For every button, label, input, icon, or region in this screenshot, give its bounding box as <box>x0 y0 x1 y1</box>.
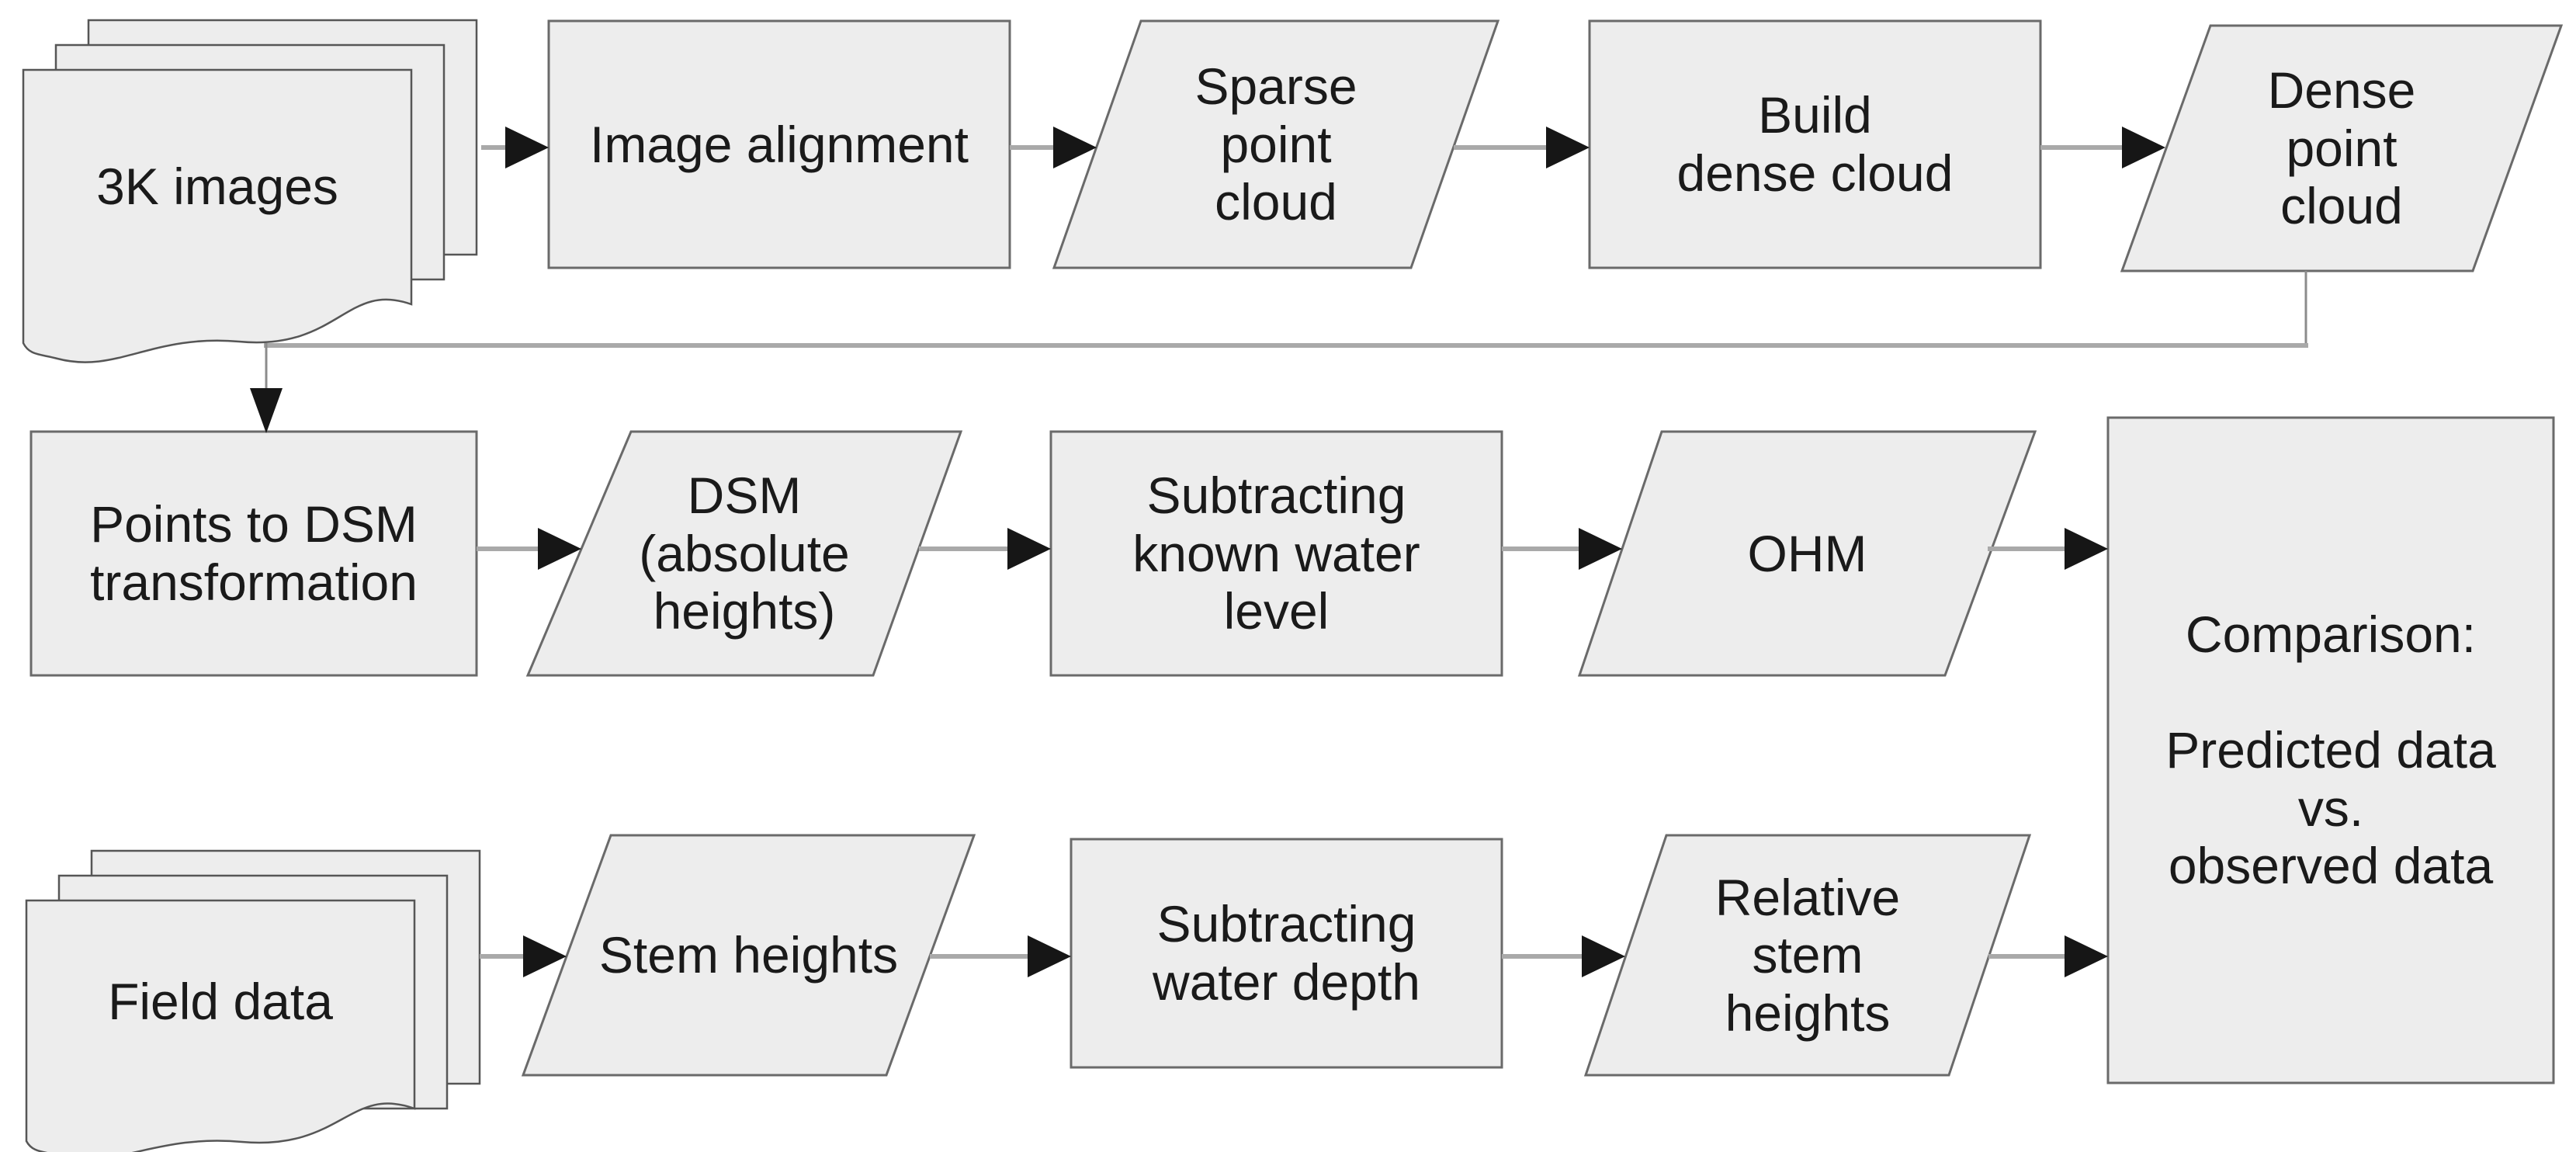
arrow-image-alignment-to-sparse-point-cloud <box>1010 127 1097 168</box>
build-dense-cloud-box <box>1588 19 2042 269</box>
arrow-subtracting-water-depth-to-relative-stem-heights <box>1502 935 1625 977</box>
field-data-document-stack <box>25 849 481 1152</box>
subtracting-known-water-level-box <box>1049 430 1503 677</box>
arrow-subtracting-known-water-level-to-ohm <box>1502 528 1622 570</box>
document-page <box>22 68 413 363</box>
arrow-3k-images-to-image-alignment <box>481 127 549 168</box>
arrow-relative-stem-heights-to-comparison <box>1988 935 2108 977</box>
stem-heights-parallelogram <box>521 834 976 1077</box>
arrow-field-data-to-stem-heights <box>480 935 567 977</box>
relative-stem-heights-parallelogram <box>1583 834 2032 1077</box>
arrow-dsm-to-subtracting-known-water-level <box>919 528 1051 570</box>
dense-point-cloud-parallelogram <box>2120 24 2564 272</box>
connector-dense-point-cloud-to-points-to-dsm <box>250 271 2308 433</box>
ohm-parallelogram <box>1577 430 2037 677</box>
arrow-build-dense-cloud-to-dense-point-cloud <box>2040 127 2165 168</box>
points-to-dsm-box <box>29 430 478 677</box>
arrow-points-to-dsm-to-dsm <box>477 528 581 570</box>
sparse-point-cloud-parallelogram <box>1052 19 1500 269</box>
document-page <box>25 899 416 1152</box>
image-alignment-box <box>547 19 1011 269</box>
arrow-sparse-point-cloud-to-build-dense-cloud <box>1454 127 1590 168</box>
dsm-parallelogram <box>525 430 963 677</box>
arrow-ohm-to-comparison <box>1988 528 2108 570</box>
subtracting-water-depth-box <box>1070 838 1503 1069</box>
arrow-stem-heights-to-subtracting-water-depth <box>930 935 1071 977</box>
comparison-box <box>2106 416 2555 1084</box>
3k-images-document-stack <box>22 19 478 363</box>
